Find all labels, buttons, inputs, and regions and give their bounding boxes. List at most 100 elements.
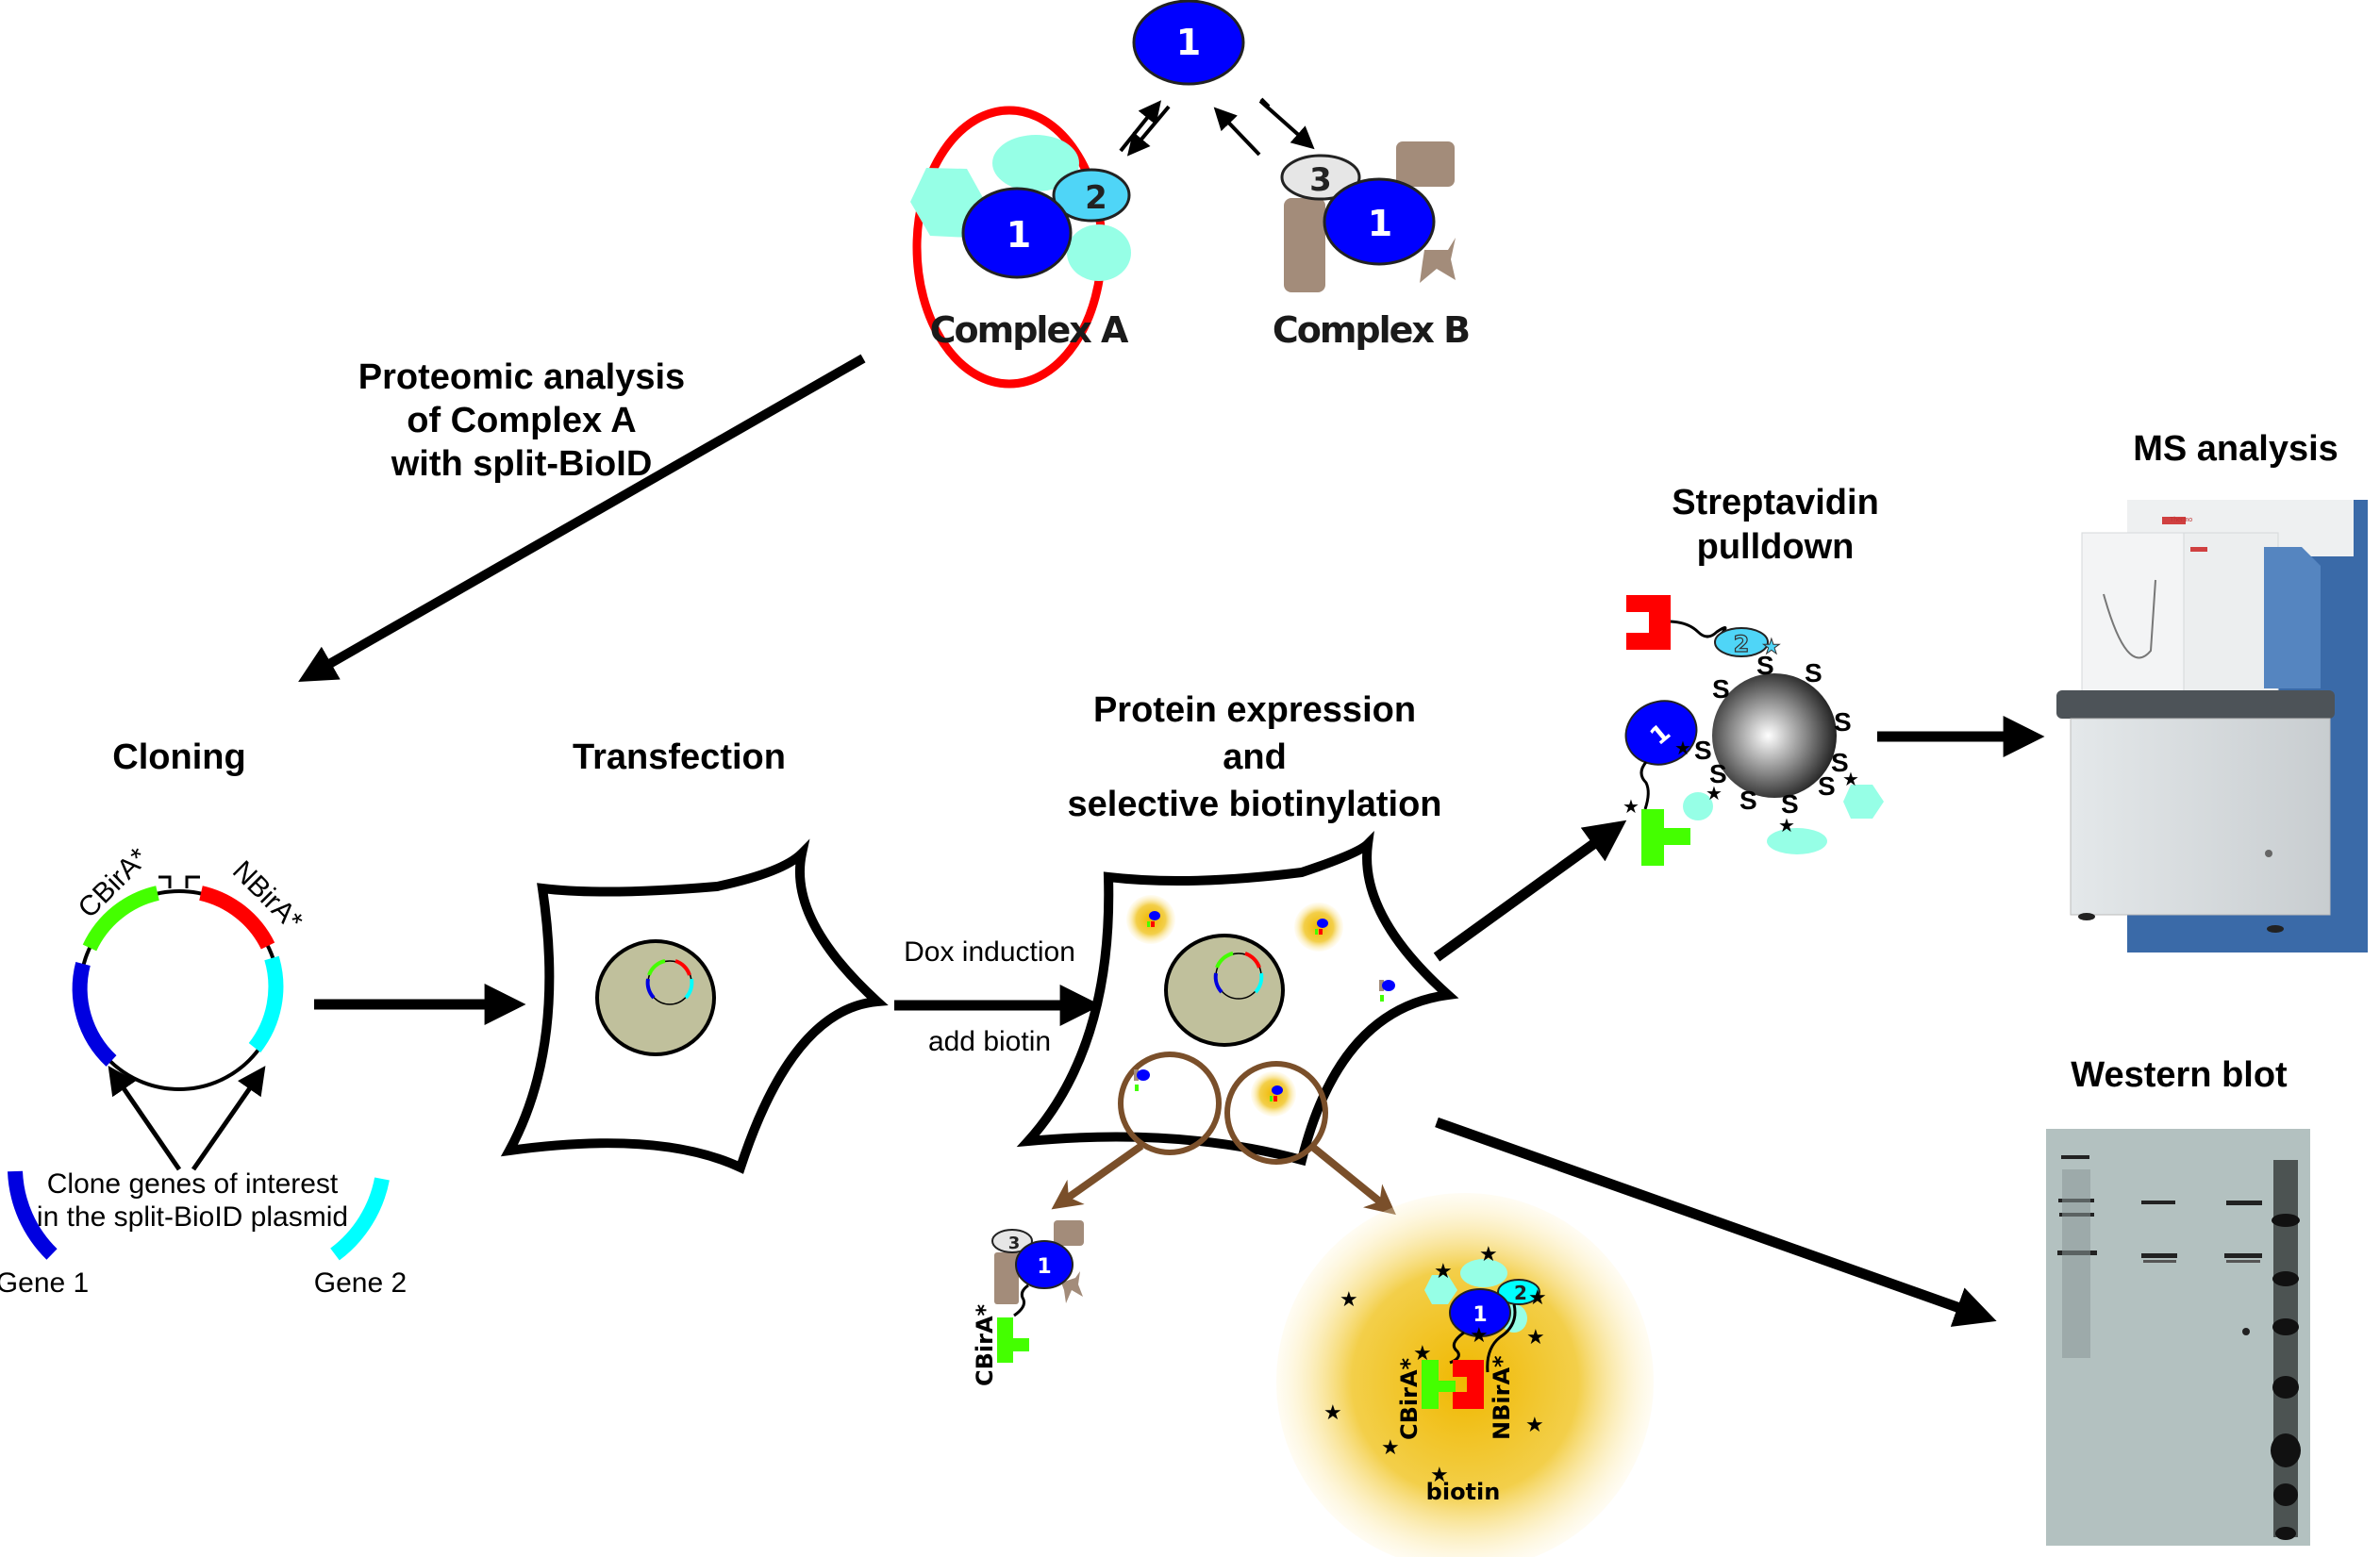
gene2-slot — [248, 955, 284, 1052]
interactor-round — [1067, 224, 1131, 281]
zoom-biotinylated-complex-a: 2 1 CBirA* NBirA* ★★★ ★★★ ★★★ ★★ biotin — [1276, 1193, 1654, 1557]
svg-text:★: ★ — [1413, 1342, 1432, 1366]
add-biotin-label: add biotin — [928, 1026, 1051, 1057]
protein-1-label: 1 — [1176, 22, 1201, 63]
protein-2-label: 2 — [1514, 1282, 1527, 1304]
protein-2-label: 2 — [1085, 179, 1107, 217]
protein-1 — [961, 187, 1073, 279]
biotin-star-icons: ★★★ ★★ — [1623, 737, 1859, 836]
promoter-left-icon — [158, 875, 172, 888]
note-line-1: Proteomic analysis — [358, 357, 685, 397]
blot-lane-1 — [2057, 1155, 2097, 1358]
mini-complex-b — [1379, 980, 1395, 1002]
svg-text:★: ★ — [1674, 737, 1691, 759]
free-protein-1: 1 — [1132, 0, 1245, 86]
s-label: S — [1694, 736, 1712, 765]
s-label: S — [1818, 771, 1836, 801]
expression-title-line-3: selective biotinylation — [1068, 785, 1442, 824]
blot-lane-2 — [2141, 1201, 2177, 1263]
complex-b-label: Complex B — [1273, 309, 1469, 351]
protein-2 — [1052, 168, 1131, 223]
svg-text:★: ★ — [1623, 795, 1639, 818]
transfection-title: Transfection — [573, 737, 786, 777]
biotin-label: biotin — [1426, 1479, 1501, 1505]
mass-spectrometer-image: Thermo — [2056, 500, 2368, 952]
plasmid-mini-icon — [1213, 952, 1264, 1000]
protein-2-label: 2 — [1734, 631, 1750, 657]
equilibrium-arrows-b — [1213, 97, 1315, 157]
protein-1 — [1323, 177, 1436, 266]
protein-3 — [1280, 154, 1361, 201]
nucleus — [595, 939, 716, 1056]
mini-biotinylated-complex — [1251, 1071, 1296, 1117]
expression-title-line-1: Protein expression — [1093, 690, 1416, 730]
nucleus — [1164, 934, 1285, 1047]
partner-star — [1420, 238, 1456, 283]
svg-text:★: ★ — [1526, 1326, 1545, 1350]
ms-bench — [2056, 690, 2335, 719]
expressing-cell — [1016, 831, 1459, 1167]
nbira-fragment — [1626, 595, 1671, 650]
blot-lane-3 — [2224, 1201, 2262, 1335]
expression-title-line-2: and — [1223, 737, 1287, 777]
s-label: S — [1739, 786, 1757, 815]
cbira-label: CBirA* — [972, 1303, 998, 1386]
nbira-label: NBirA* — [226, 855, 308, 937]
clone-instruction-line-1: Clone genes of interest — [47, 1168, 339, 1200]
s-label: S — [1831, 748, 1849, 777]
s-label: S — [1709, 759, 1727, 788]
transfected-cell — [500, 838, 889, 1174]
cbira-fragment — [997, 1317, 1029, 1363]
cbira-label: CBirA* — [1396, 1357, 1423, 1440]
complex-a: 2 1 Complex A — [910, 106, 1131, 389]
svg-text:★: ★ — [1434, 1260, 1453, 1284]
s-label: S — [1756, 651, 1774, 680]
svg-text:★: ★ — [1381, 1436, 1400, 1460]
s-label: S — [1781, 789, 1799, 819]
equilibrium-arrows-a — [1119, 100, 1171, 157]
plasmid-mini-icon — [645, 959, 694, 1005]
note-line-3: with split-BioID — [391, 444, 653, 484]
arrow-to-pulldown — [1433, 820, 1627, 962]
gene2-label: Gene 2 — [314, 1267, 407, 1299]
svg-text:★: ★ — [1706, 782, 1723, 804]
plasmid: CBirA* NBirA* — [72, 842, 308, 1091]
nbira-segment — [199, 886, 275, 950]
nbira-fragment — [1453, 1360, 1484, 1409]
protein-2 — [1714, 627, 1769, 657]
zoom-ring-right — [1224, 1061, 1328, 1165]
mini-biotinylated-complex — [1126, 895, 1175, 944]
dox-induction-label: Dox induction — [904, 936, 1075, 968]
svg-text:★: ★ — [1323, 1401, 1342, 1425]
clone-arrow-right — [191, 1066, 266, 1171]
svg-text:★: ★ — [1525, 1414, 1544, 1437]
interactor-oval — [992, 135, 1079, 191]
zoom-ring-left — [1118, 1052, 1222, 1155]
ms-title: MS analysis — [2133, 429, 2338, 469]
protein-1-label: 1 — [1473, 1303, 1487, 1327]
cbira-fragment — [1641, 809, 1690, 866]
gene1-slot — [72, 962, 117, 1067]
s-label: S — [1805, 658, 1822, 687]
pulldown-title-line-2: pulldown — [1697, 527, 1855, 567]
ms-cabinet — [2070, 718, 2331, 916]
svg-text:★: ★ — [1340, 1288, 1358, 1312]
cbira-segment — [82, 886, 159, 952]
blot-lane-ladder — [2271, 1160, 2301, 1540]
zoom-complex-b: 3 1 CBirA* — [972, 1220, 1084, 1386]
streptavidin-bead-complex: 2 1 S S S S S S S S S S ★★★ ★★ ★ — [1623, 595, 1884, 866]
protein-3-label: 3 — [1309, 161, 1332, 199]
svg-text:★: ★ — [1842, 768, 1859, 790]
protein-1 — [1624, 700, 1698, 766]
gene1-fragment — [8, 1170, 58, 1260]
protein-1-label: 1 — [1368, 203, 1392, 244]
protein-1-label: 1 — [1007, 214, 1031, 256]
streptavidin-s-labels: S S S S S S S S S S — [1694, 651, 1852, 819]
mini-complex-b — [1134, 1069, 1150, 1091]
note-line-2: of Complex A — [407, 401, 637, 440]
svg-text:★: ★ — [1528, 1286, 1547, 1310]
clone-instruction-line-2: in the split-BioID plasmid — [37, 1201, 348, 1233]
biotin-star-icons: ★★★ ★★★ ★★★ ★★ — [1323, 1243, 1547, 1487]
cbira-fragment — [1422, 1360, 1456, 1409]
